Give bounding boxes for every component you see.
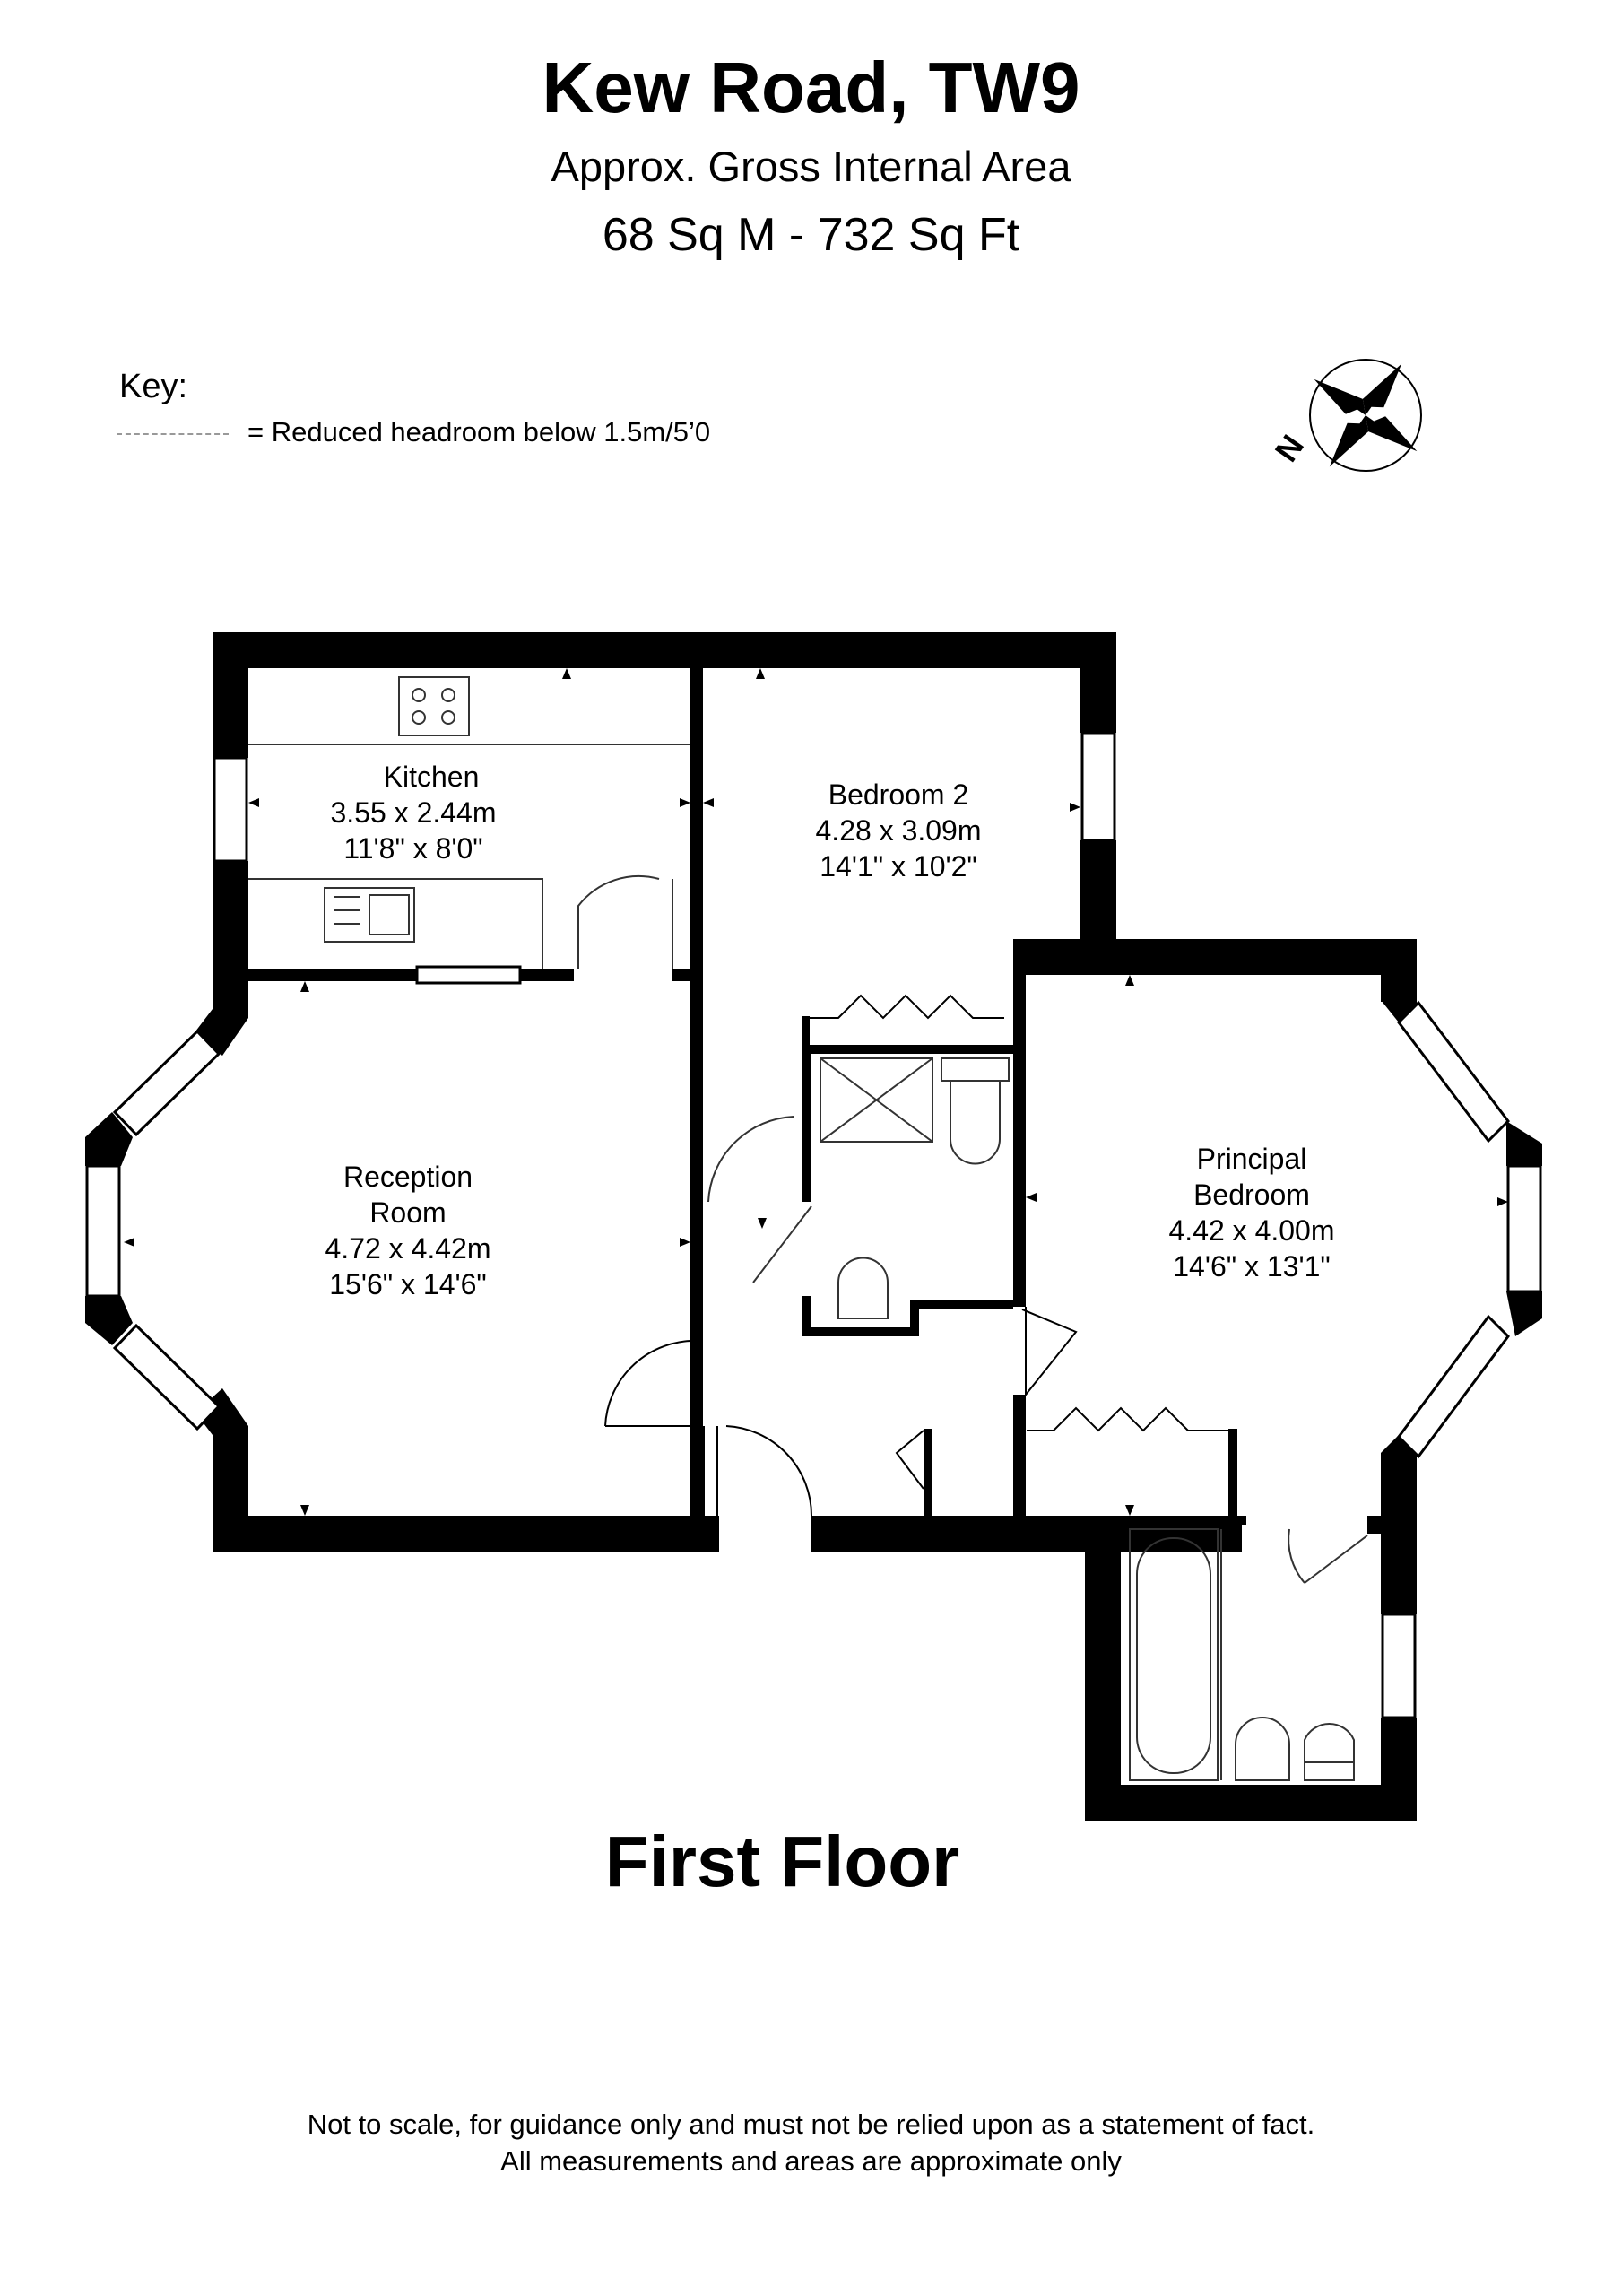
key-label: Key: [119, 368, 188, 405]
shower-room-fixtures [707, 1057, 1010, 1319]
disclaimer-line-1: Not to scale, for guidance only and must… [307, 2109, 1315, 2140]
bedroom2-name: Bedroom 2 [828, 778, 969, 811]
bath-icon [1129, 1528, 1219, 1781]
compass-north-label: N [1268, 428, 1311, 468]
basin-icon [837, 1257, 889, 1319]
kitchen-metric: 3.55 x 2.44m [331, 796, 497, 829]
principal-metric: 4.42 x 4.00m [1169, 1214, 1335, 1247]
room-labels: Kitchen 3.55 x 2.44m 11'8" x 8'0" Bedroo… [325, 761, 1335, 1300]
reception-name-line1: Reception [343, 1161, 473, 1193]
principal-name-line2: Bedroom [1193, 1178, 1310, 1211]
bathroom-basin-icon [1235, 1717, 1290, 1781]
bathroom-toilet-icon [1304, 1722, 1355, 1763]
shower-door-icon [707, 1116, 794, 1203]
walls [85, 632, 1542, 1821]
principal-imperial: 14'6" x 13'1" [1173, 1250, 1331, 1283]
kitchen-name: Kitchen [384, 761, 480, 793]
hob-icon [398, 676, 470, 736]
principal-door-icon [1021, 1307, 1078, 1397]
gross-internal-area: 68 Sq M - 732 Sq Ft [602, 209, 1020, 261]
reception-metric: 4.72 x 4.42m [325, 1232, 491, 1265]
kitchen-fixtures [248, 676, 690, 969]
wardrobe-doors [810, 994, 1228, 1490]
bedroom2-imperial: 14'1" x 10'2" [820, 850, 977, 883]
toilet-icon [950, 1081, 1001, 1165]
principal-name-line1: Principal [1197, 1143, 1307, 1175]
entrance-door-icon [725, 1425, 813, 1517]
key-dashed-line-symbol [117, 433, 229, 435]
bedroom2-metric: 4.28 x 3.09m [816, 814, 982, 847]
entrance-doors [604, 1307, 1078, 1517]
area-caption: Approx. Gross Internal Area [551, 143, 1071, 190]
key-reduced-headroom-text: = Reduced headroom below 1.5m/5’0 [247, 416, 711, 448]
sink-icon [324, 887, 415, 943]
disclaimer-line-2: All measurements and areas are approxima… [500, 2145, 1122, 2177]
compass-rose-icon: N [1268, 359, 1422, 472]
reception-name-line2: Room [369, 1196, 446, 1229]
bathroom-fixtures [1129, 1528, 1368, 1781]
measurement-markers [124, 668, 1508, 1516]
reception-door-icon [604, 1340, 691, 1427]
floor-label: First Floor [604, 1822, 960, 1901]
windows [85, 731, 1542, 1719]
reception-imperial: 15'6" x 14'6" [329, 1268, 487, 1300]
shower-tray-icon [820, 1057, 933, 1143]
kitchen-door-icon [577, 874, 660, 969]
property-title: Kew Road, TW9 [542, 48, 1080, 127]
kitchen-imperial: 11'8" x 8'0" [343, 832, 482, 865]
